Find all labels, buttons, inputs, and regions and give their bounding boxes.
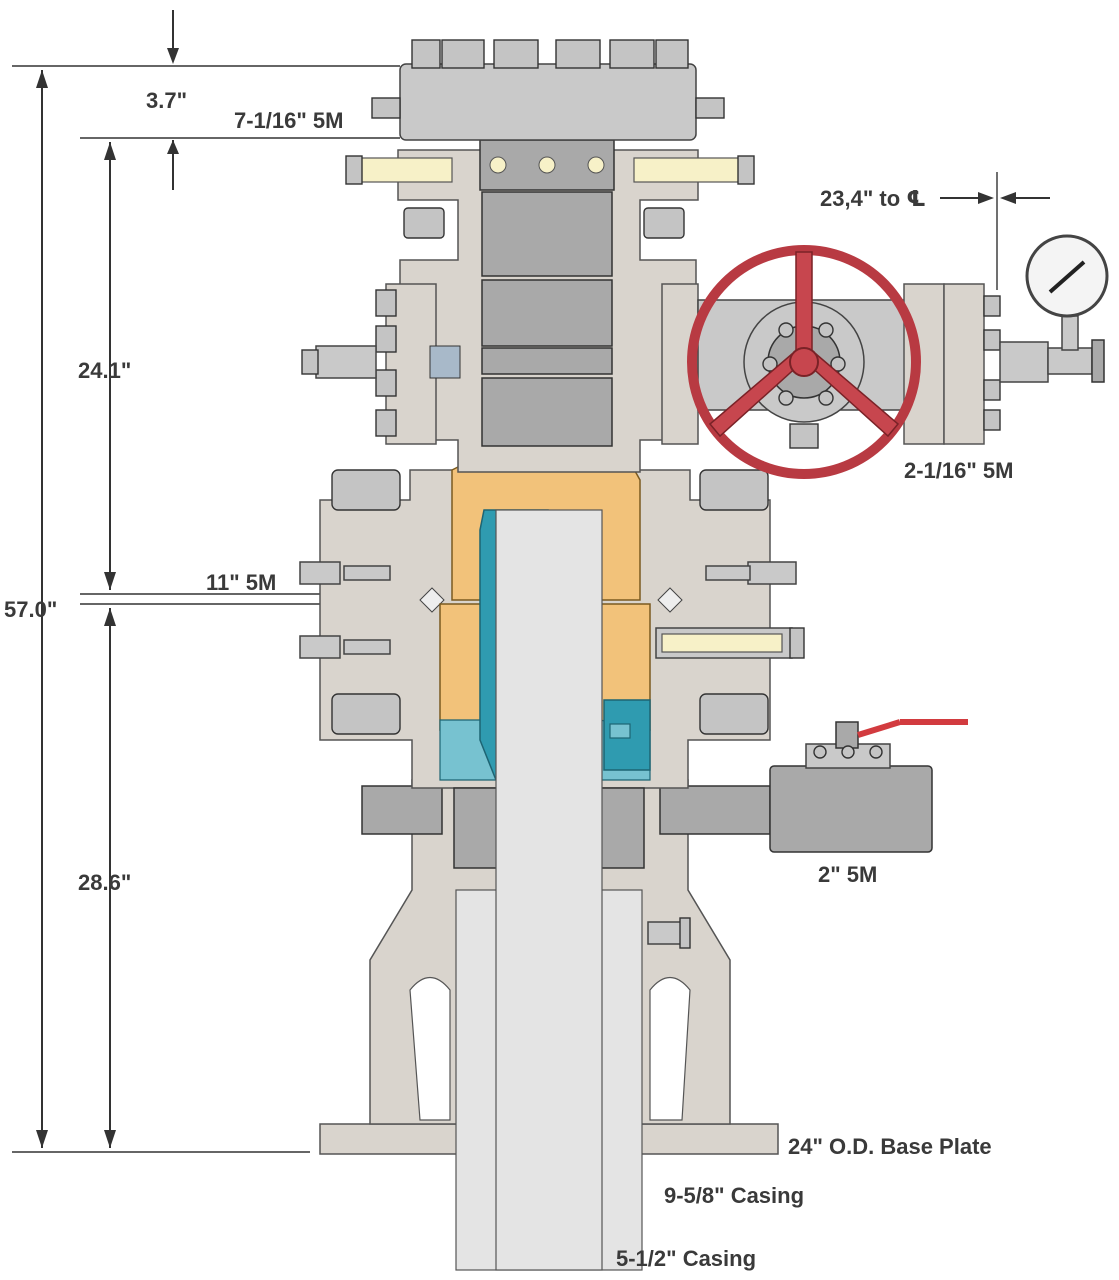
- labels: 3.7" 7-1/16" 5M 24.1" 57.0" 11" 5M 28.6"…: [4, 88, 1013, 1271]
- handwheel-icon: [687, 245, 921, 479]
- gate-valve: [661, 234, 1109, 479]
- label-28-6: 28.6": [78, 870, 131, 895]
- label-casing-inner: 5-1/2" Casing: [616, 1246, 756, 1271]
- label-upper-flange: 7-1/16" 5M: [234, 108, 343, 133]
- label-side-dim: 23,4" to ℄: [820, 186, 926, 211]
- top-adapter: [371, 39, 725, 141]
- label-mid-flange: 11" 5M: [206, 570, 276, 595]
- label-casing-outer: 9-5/8" Casing: [664, 1183, 804, 1208]
- label-57-0: 57.0": [4, 597, 57, 622]
- label-valve-flange: 2-1/16" 5M: [904, 458, 1013, 483]
- dimension-lines: [12, 10, 1050, 1153]
- label-base-plate: 24" O.D. Base Plate: [788, 1134, 992, 1159]
- label-3-7: 3.7": [146, 88, 187, 113]
- lower-outlet-valve: [769, 765, 933, 853]
- casing-5-1-2: [495, 509, 603, 1271]
- label-lower-outlet: 2" 5M: [818, 862, 877, 887]
- bore: [453, 139, 645, 1271]
- label-24-1: 24.1": [78, 358, 131, 383]
